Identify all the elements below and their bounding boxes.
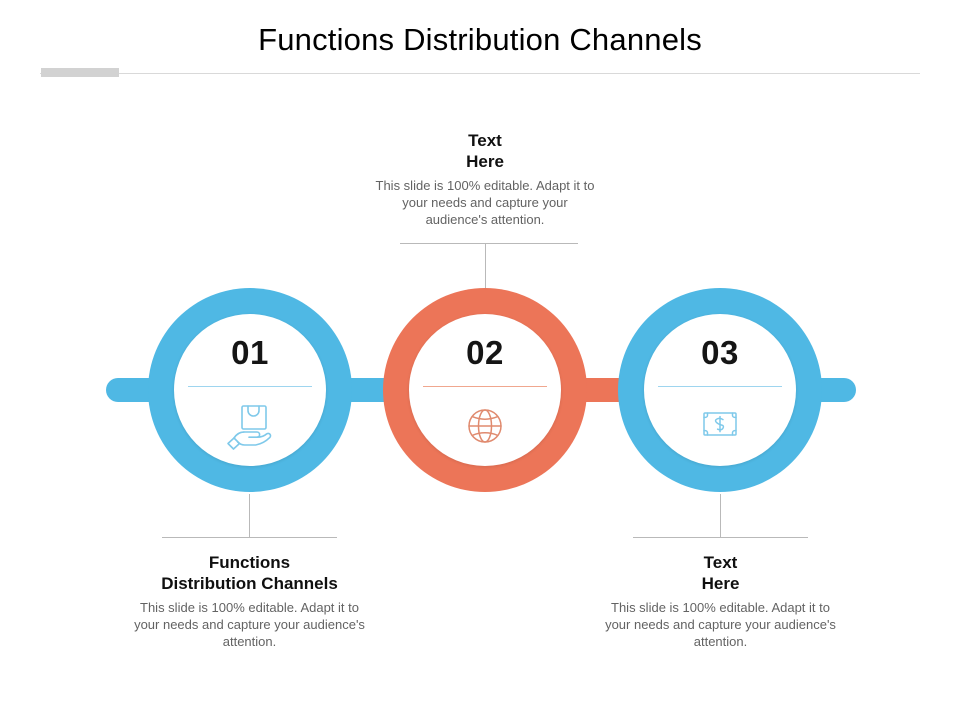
leader-line-top-center-vertical xyxy=(485,243,486,289)
caption-bottom-left: Functions Distribution Channels This sli… xyxy=(133,552,366,650)
title-divider-line xyxy=(40,73,920,74)
caption-bottom-left-heading-line1: Functions xyxy=(208,553,291,572)
title-divider-accent-block xyxy=(41,68,119,77)
leader-line-bottom-right-vertical xyxy=(720,494,721,537)
node-number-02: 02 xyxy=(466,334,504,371)
banknote-dollar-icon xyxy=(690,400,750,452)
leader-line-bottom-left-horizontal xyxy=(162,537,337,538)
caption-top-center-heading-line2: Here xyxy=(466,152,504,171)
globe-icon xyxy=(455,400,515,452)
node-circle-03[interactable]: 03 xyxy=(618,288,822,492)
caption-bottom-right-heading-line1: Text xyxy=(703,553,738,572)
leader-line-bottom-left-vertical xyxy=(249,494,250,537)
caption-top-center-heading-line1: Text xyxy=(468,131,502,150)
node-inner-02: 02 xyxy=(409,314,561,466)
caption-bottom-right: Text Here This slide is 100% editable. A… xyxy=(604,552,837,650)
caption-top-center-heading: Text Here xyxy=(370,130,600,172)
caption-top-center: Text Here This slide is 100% editable. A… xyxy=(370,130,600,228)
node-inner-03: 03 xyxy=(644,314,796,466)
node-circle-02[interactable]: 02 xyxy=(383,288,587,492)
leader-line-bottom-right-horizontal xyxy=(633,537,808,538)
leader-line-top-center-horizontal xyxy=(400,243,578,244)
node-inner-01: 01 xyxy=(174,314,326,466)
page-title: Functions Distribution Channels xyxy=(258,22,702,57)
node-circle-01[interactable]: 01 xyxy=(148,288,352,492)
caption-bottom-left-heading: Functions Distribution Channels xyxy=(133,552,366,594)
caption-bottom-left-body: This slide is 100% editable. Adapt it to… xyxy=(134,600,365,649)
caption-bottom-right-heading: Text Here xyxy=(604,552,837,594)
caption-bottom-right-heading-line2: Here xyxy=(701,574,740,593)
caption-bottom-left-heading-line2: Distribution Channels xyxy=(161,574,338,593)
node-number-01: 01 xyxy=(231,334,269,371)
caption-bottom-right-body: This slide is 100% editable. Adapt it to… xyxy=(605,600,836,649)
node-separator-01 xyxy=(188,386,312,387)
node-separator-02 xyxy=(423,386,547,387)
caption-top-center-body: This slide is 100% editable. Adapt it to… xyxy=(375,178,595,227)
hand-holding-package-icon xyxy=(220,400,280,452)
node-number-03: 03 xyxy=(701,334,739,371)
node-separator-03 xyxy=(658,386,782,387)
